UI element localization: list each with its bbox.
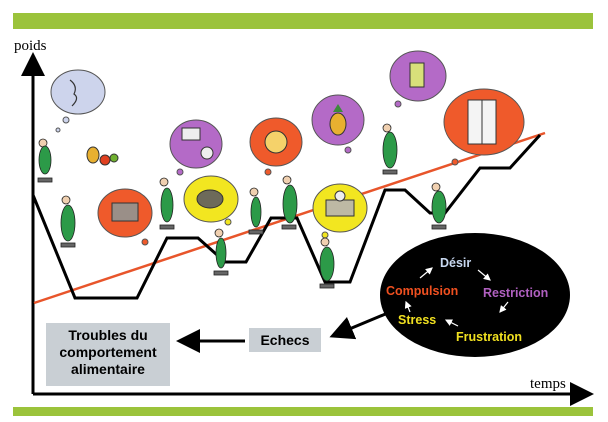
thought-cloud-icon — [312, 183, 368, 239]
bottom-accent-bar — [13, 407, 593, 416]
fruit-icon — [86, 146, 119, 166]
y-axis-label: poids — [14, 38, 47, 54]
troubles-line-1: Troubles du — [68, 327, 148, 343]
cycle-ellipse — [380, 233, 570, 357]
troubles-line-3: alimentaire — [71, 361, 145, 377]
cycle-stress: Stress — [398, 313, 437, 327]
thought-cloud-icon — [389, 50, 447, 108]
woman-scale-icon — [37, 138, 53, 183]
woman-scale-icon — [431, 182, 447, 230]
cycle-desir: Désir — [440, 256, 472, 270]
cycle-compulsion: Compulsion — [386, 284, 459, 298]
weight-curve — [31, 133, 542, 300]
troubles-box: Troubles du comportement alimentaire — [46, 323, 170, 386]
cycle-frustration: Frustration — [456, 330, 522, 344]
woman-scale-icon — [319, 237, 335, 289]
woman-scale-icon — [248, 187, 264, 235]
top-accent-bar — [13, 13, 593, 29]
thought-cloud-icon — [311, 94, 365, 154]
woman-scale-icon — [281, 175, 298, 230]
woman-scale-icon — [159, 177, 175, 230]
fridge-icon — [443, 88, 525, 166]
thought-cloud-icon — [169, 119, 223, 176]
thought-cloud-icon — [50, 69, 106, 133]
x-axis-label: temps — [530, 376, 566, 392]
woman-scale-icon — [60, 195, 76, 248]
thought-cloud-icon — [97, 188, 153, 246]
cycle-restriction: Restriction — [483, 286, 549, 300]
arrow-cycle-to-echecs — [329, 308, 396, 340]
troubles-line-2: comportement — [59, 344, 157, 360]
thought-cloud-icon — [183, 175, 239, 226]
echecs-box: Echecs — [249, 328, 321, 352]
woman-scale-icon — [382, 123, 398, 175]
woman-scale-icon — [213, 228, 229, 276]
thought-cloud-icon — [249, 117, 303, 176]
